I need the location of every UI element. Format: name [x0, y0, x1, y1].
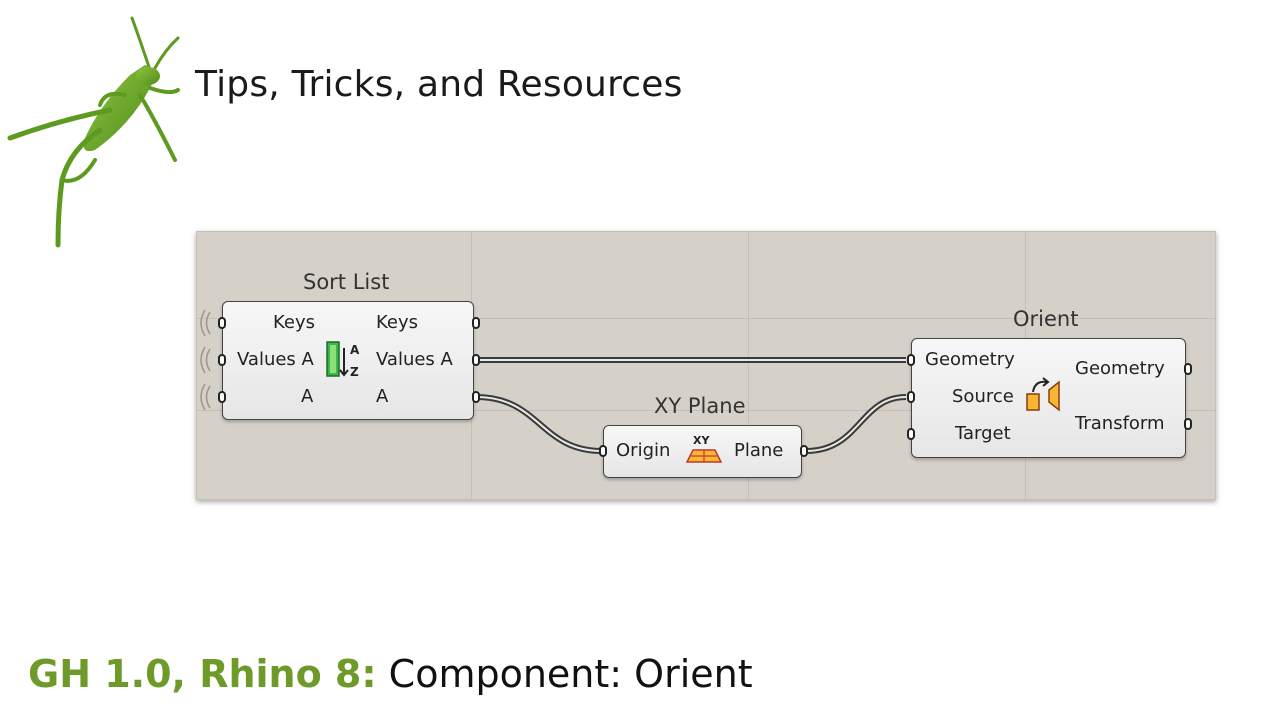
sort-list-input-port-keys[interactable] [218, 317, 226, 329]
orient-input-port-geometry[interactable] [907, 354, 915, 366]
orient-input-source: Source [952, 386, 1014, 407]
footer-subject: Component: Orient [388, 652, 753, 696]
orient-output-port-geometry[interactable] [1184, 363, 1192, 375]
svg-text:XY: XY [693, 434, 710, 447]
xy-plane-input-port-origin[interactable] [599, 445, 607, 457]
grid-line [197, 410, 1215, 411]
grasshopper-icon [7, 16, 180, 248]
sort-list-output-port-a[interactable] [472, 391, 480, 403]
svg-text:Z: Z [350, 365, 359, 379]
orient-title: Orient [1013, 307, 1079, 331]
sort-list-title: Sort List [303, 270, 390, 294]
xy-plane-title: XY Plane [654, 394, 746, 418]
sort-az-icon: A Z [326, 341, 360, 379]
xy-plane-icon: XY [685, 434, 723, 463]
sort-list-input-port-values[interactable] [218, 354, 226, 366]
sort-list-component[interactable] [222, 301, 474, 420]
orient-icon [1026, 377, 1060, 412]
sort-list-output-a: A [376, 386, 389, 407]
sort-list-input-port-a[interactable] [218, 391, 226, 403]
xy-plane-output-port-plane[interactable] [800, 445, 808, 457]
orient-input-port-source[interactable] [907, 391, 915, 403]
grid-line [748, 232, 749, 499]
orient-input-target: Target [955, 423, 1011, 444]
sort-list-input-values: Values A [237, 349, 314, 370]
page-title: Tips, Tricks, and Resources [195, 64, 683, 105]
footer-title: GH 1.0, Rhino 8: Component: Orient [28, 652, 753, 696]
orient-input-port-target[interactable] [907, 428, 915, 440]
sort-list-output-keys: Keys [376, 312, 419, 333]
footer-version: GH 1.0, Rhino 8: [28, 652, 377, 696]
grid-line [197, 318, 1215, 319]
orient-output-transform: Transform [1075, 413, 1165, 434]
xy-plane-output-plane: Plane [734, 440, 784, 461]
sort-list-output-port-values[interactable] [472, 354, 480, 366]
xy-plane-input-origin: Origin [616, 440, 671, 461]
sort-list-output-values: Values A [376, 349, 453, 370]
orient-input-geometry: Geometry [925, 349, 1015, 370]
sort-list-input-a: A [301, 386, 314, 407]
orient-output-port-transform[interactable] [1184, 418, 1192, 430]
orient-output-geometry: Geometry [1075, 358, 1165, 379]
sort-list-input-keys: Keys [273, 312, 316, 333]
svg-text:A: A [350, 343, 360, 357]
sort-list-output-port-keys[interactable] [472, 317, 480, 329]
